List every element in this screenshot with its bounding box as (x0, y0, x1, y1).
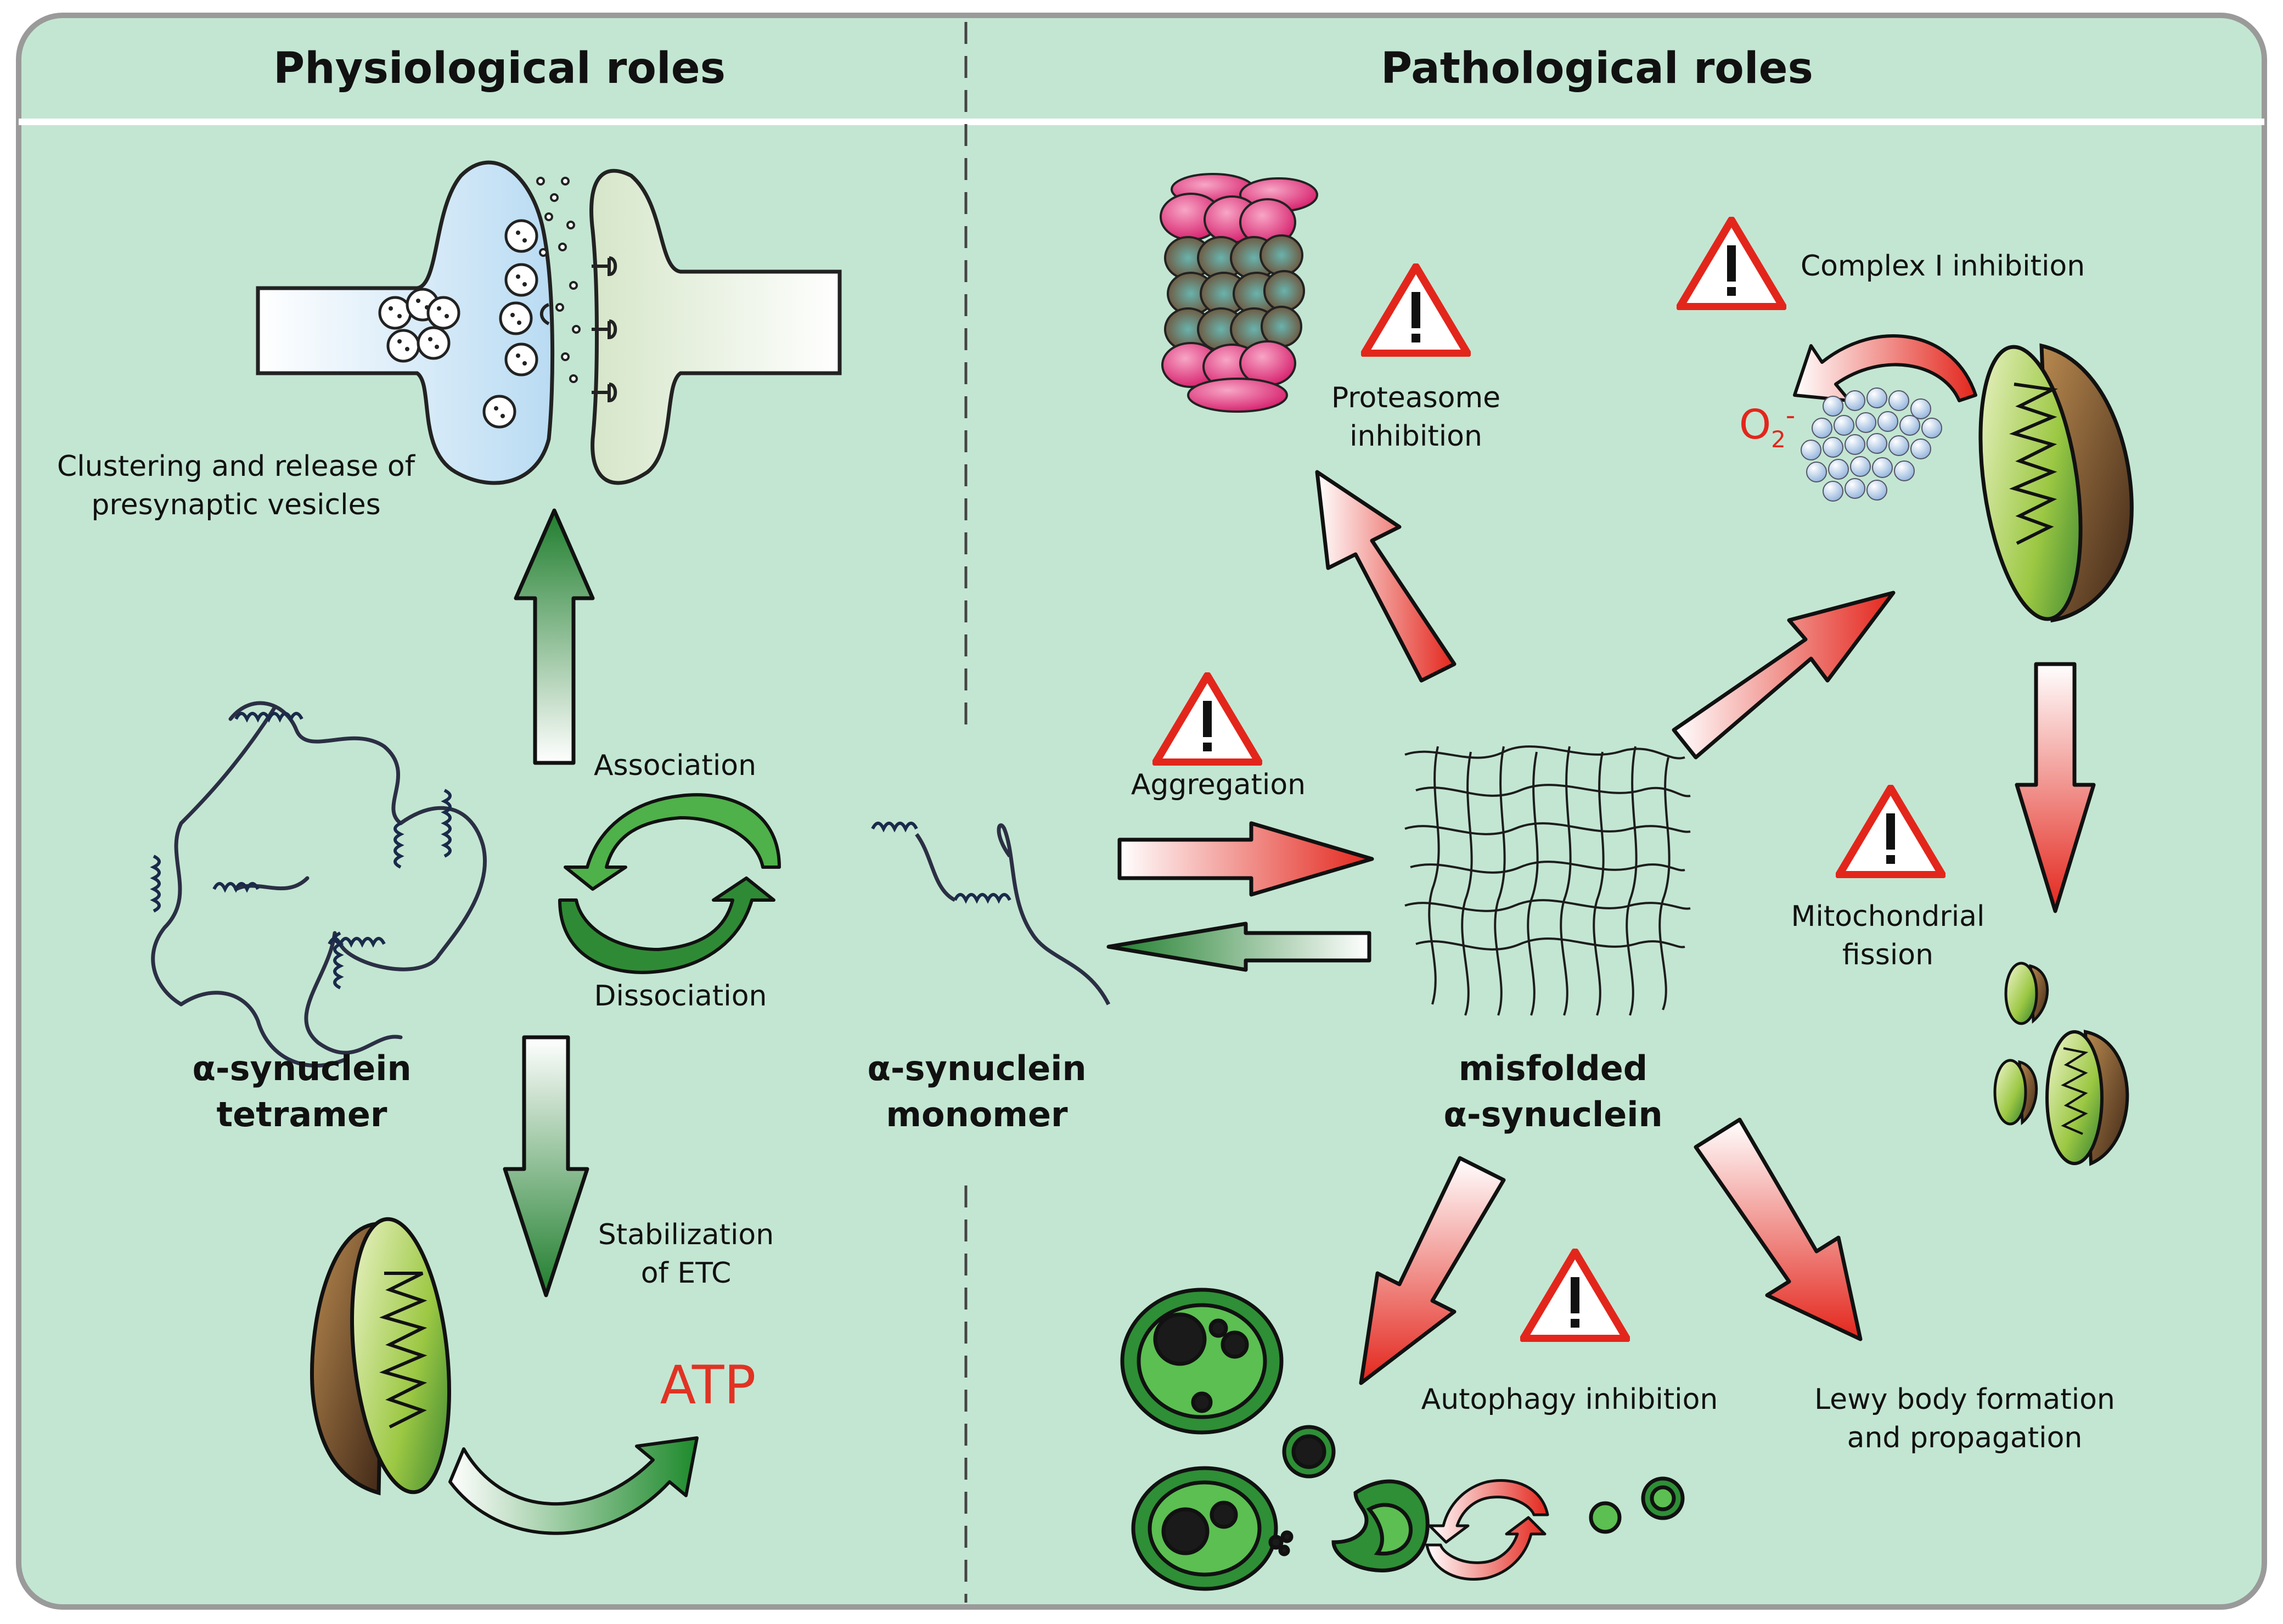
small-mitochondria (1993, 962, 2129, 1166)
superoxide-o: O (1739, 401, 1772, 448)
autophagy-cycle-icon (1425, 1479, 1549, 1581)
association-label: Association (593, 749, 757, 782)
monomer-label-line-1: α-synuclein (867, 1048, 1087, 1088)
lewy-body-label: Lewy body formation and propagation (1795, 1380, 2135, 1457)
arrow-to-monomer (1106, 921, 1371, 972)
tetramer-illustration (151, 701, 487, 1068)
arrow-to-mitochondrion (1672, 591, 1896, 760)
proteasome-icon (1160, 173, 1318, 413)
tetramer-label-line-2: tetramer (216, 1094, 387, 1134)
misfolded-fibril-illustration (1404, 745, 1691, 1016)
proteasome-label: Proteasome inhibition (1306, 379, 1526, 456)
autophagosome-icon (1120, 1288, 1685, 1591)
etc-label-line-1: Stabilization (598, 1218, 774, 1251)
monomer-label: α-synuclein monomer (840, 1046, 1114, 1137)
misfolded-label-line-2: α-synuclein (1443, 1094, 1663, 1134)
proteasome-label-line-1: Proteasome (1331, 381, 1501, 414)
autophagy-label: Autophagy inhibition (1421, 1383, 1718, 1416)
arrow-to-autophagy (1359, 1156, 1506, 1385)
lewy-body-label-line-2: and propagation (1847, 1421, 2083, 1455)
ros-arrow (1793, 334, 1977, 402)
mitochondrion-icon (310, 1217, 451, 1496)
synapse-icon (256, 160, 842, 485)
synapse-label: Clustering and release of presynaptic ve… (44, 447, 428, 524)
synapse-label-line-1: Clustering and release of (57, 450, 415, 483)
lewy-body-label-line-1: Lewy body formation (1814, 1383, 2115, 1416)
etc-label-line-2: of ETC (640, 1257, 732, 1290)
aggregation-label: Aggregation (1131, 768, 1306, 801)
fission-label: Mitochondrial fission (1767, 897, 2009, 974)
physiological-header: Physiological roles (273, 44, 726, 93)
tetramer-helices (150, 712, 452, 990)
arrow-to-synapse (514, 508, 595, 765)
misfolded-label-line-1: misfolded (1458, 1048, 1648, 1088)
tetramer-label: α-synuclein tetramer (165, 1046, 439, 1137)
fission-label-line-1: Mitochondrial (1791, 900, 1985, 933)
misfolded-label: misfolded α-synuclein (1416, 1046, 1690, 1137)
arrow-to-fission (2015, 662, 2096, 913)
complex-i-label: Complex I inhibition (1800, 250, 2085, 283)
superoxide-label: O2- (1729, 398, 1806, 455)
arrow-aggregation (1117, 821, 1374, 897)
etc-label: Stabilization of ETC (582, 1216, 790, 1293)
superoxide-sub: 2 (1771, 425, 1786, 453)
fission-label-line-2: fission (1842, 939, 1934, 972)
arrow-to-lewy (1694, 1117, 1863, 1341)
arrow-to-etc (503, 1035, 589, 1297)
atp-arrow (448, 1436, 699, 1535)
proteasome-label-line-2: inhibition (1349, 420, 1482, 453)
mitochondrion-icon (1978, 343, 2134, 623)
synapse-label-line-2: presynaptic vesicles (91, 488, 381, 522)
superoxide-sup: - (1785, 400, 1796, 431)
panel-background (16, 13, 2267, 1610)
atp-label: ATP (660, 1355, 756, 1416)
pathological-header: Pathological roles (1381, 44, 1813, 93)
arrow-to-proteasome (1315, 470, 1457, 683)
ros-particles (1801, 387, 1942, 502)
dissociation-label: Dissociation (594, 980, 767, 1013)
association-cycle (558, 793, 781, 974)
monomer-label-line-2: monomer (886, 1094, 1068, 1134)
monomer-illustration (871, 822, 1111, 1005)
tetramer-label-line-1: α-synuclein (192, 1048, 412, 1088)
